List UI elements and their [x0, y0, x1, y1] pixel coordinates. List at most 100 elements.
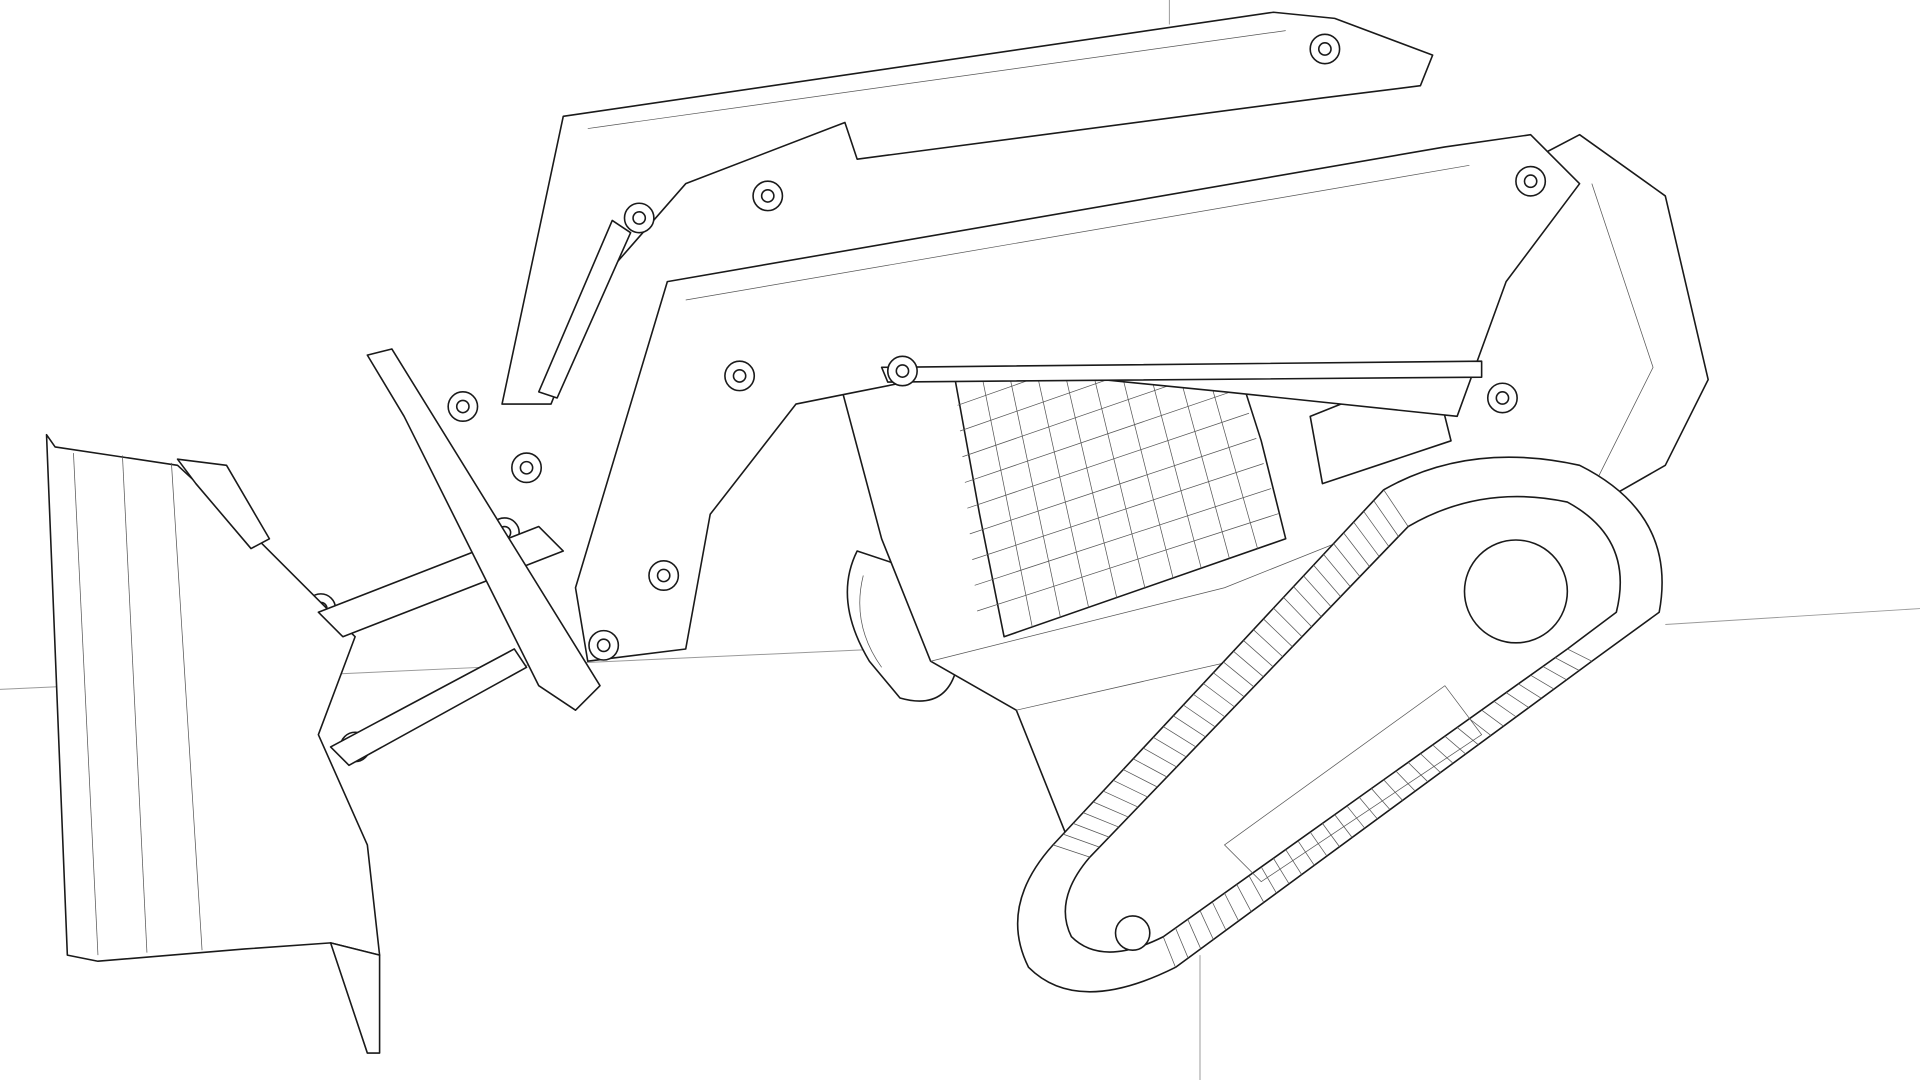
track-tread — [1313, 564, 1341, 597]
track-tread — [1530, 674, 1555, 690]
track-tread — [1567, 648, 1593, 662]
track-tread — [1432, 744, 1454, 764]
pivot-pin-center — [732, 369, 747, 383]
track-tread — [1052, 844, 1090, 858]
track-tread — [1323, 554, 1351, 587]
track-tread — [1469, 718, 1492, 736]
pivot-pin — [511, 452, 543, 484]
track-tread — [1293, 586, 1322, 617]
cage-bar — [980, 370, 1033, 628]
track-tread — [1505, 692, 1529, 708]
track-tread — [1175, 927, 1189, 959]
track-tread — [1211, 901, 1227, 931]
track-tread — [1263, 618, 1293, 648]
track-tread — [1224, 892, 1239, 922]
pivot-pin — [588, 629, 620, 661]
track-tread — [1183, 704, 1216, 728]
track-tread — [1334, 814, 1353, 838]
track-tread — [1297, 840, 1315, 866]
track-tread — [1383, 489, 1409, 527]
track-tread — [1123, 769, 1158, 788]
track-tread — [1395, 770, 1416, 792]
drive-sprocket — [1463, 539, 1569, 644]
track-tread — [1358, 796, 1378, 820]
pivot-pin — [886, 355, 918, 387]
dozer-blade — [45, 433, 565, 1054]
track-tread — [1343, 532, 1370, 567]
track-tread — [1143, 747, 1177, 768]
front-track — [1016, 456, 1663, 993]
track-tread — [1518, 683, 1542, 699]
track-tread — [1253, 629, 1283, 658]
track-tread — [1420, 753, 1441, 773]
track-tread — [1243, 640, 1274, 668]
pivot-pin — [648, 560, 680, 591]
cage-bar — [977, 513, 1279, 612]
cage-bar — [1057, 342, 1118, 598]
track-tread — [1233, 650, 1264, 678]
track-tread — [1113, 780, 1148, 798]
track-tread — [1303, 575, 1332, 607]
track-tread — [1371, 788, 1391, 810]
track-tread — [1444, 735, 1466, 755]
track-tread — [1203, 683, 1235, 708]
track-tread — [1163, 726, 1197, 748]
track-tread — [1199, 910, 1214, 940]
track-tread — [1162, 936, 1176, 968]
track-tread — [1493, 700, 1517, 718]
track-tread — [1283, 597, 1312, 627]
track-tread — [1554, 657, 1580, 671]
track-tread — [1363, 511, 1390, 547]
cage-bar — [1006, 361, 1061, 618]
track-tread — [1285, 849, 1302, 875]
pivot-pin-center — [760, 189, 775, 203]
track-tread — [1072, 823, 1110, 838]
track-tread — [1260, 866, 1277, 894]
track-tread — [1193, 693, 1226, 718]
track-tread — [1173, 715, 1206, 738]
pivot-pin — [447, 391, 479, 423]
pivot-pin-center — [455, 399, 470, 414]
track-tread — [1092, 801, 1129, 818]
track-tread — [1481, 709, 1504, 727]
track-tread — [1082, 812, 1119, 828]
track-treads — [1052, 489, 1593, 968]
track-tread — [1248, 875, 1265, 903]
track-tread — [1456, 727, 1479, 745]
pivot-pin — [1486, 382, 1518, 414]
pivot-pin-center — [596, 638, 611, 653]
quick-attach-plate — [366, 348, 601, 712]
pivot-pin-center — [1495, 391, 1510, 405]
pivot-pin-center — [1317, 42, 1332, 56]
pivot-pin-center — [656, 568, 671, 583]
pivot-pin — [1309, 33, 1341, 65]
track-tread — [1213, 672, 1245, 698]
track-tread — [1333, 543, 1361, 577]
lift-arms — [501, 11, 1581, 663]
pivot-pin-center — [519, 460, 534, 475]
pivot-pin-center — [1523, 174, 1538, 189]
track-tread — [1273, 607, 1303, 637]
pivot-pin — [623, 202, 655, 234]
track-tread — [1223, 661, 1255, 688]
track-tread — [1273, 858, 1290, 885]
pivot-pin — [752, 180, 784, 212]
track-tread — [1309, 831, 1328, 857]
cage-bar — [972, 463, 1264, 560]
track-tread — [1407, 762, 1429, 783]
track-tread — [1346, 805, 1366, 829]
cage-bar — [974, 488, 1272, 586]
idler-wheel — [1114, 915, 1151, 951]
track-tread — [1133, 758, 1168, 778]
pivot-pin — [1515, 165, 1547, 197]
pivot-pin-center — [895, 364, 910, 378]
track-tread — [1373, 500, 1399, 537]
track-tread — [1062, 833, 1100, 848]
pivot-pin-center — [632, 211, 647, 225]
track-tread — [1383, 779, 1403, 801]
cage-bar — [1031, 351, 1089, 608]
cage-bar — [967, 412, 1250, 509]
track-tread — [1353, 521, 1380, 557]
cage-bar — [969, 438, 1257, 535]
